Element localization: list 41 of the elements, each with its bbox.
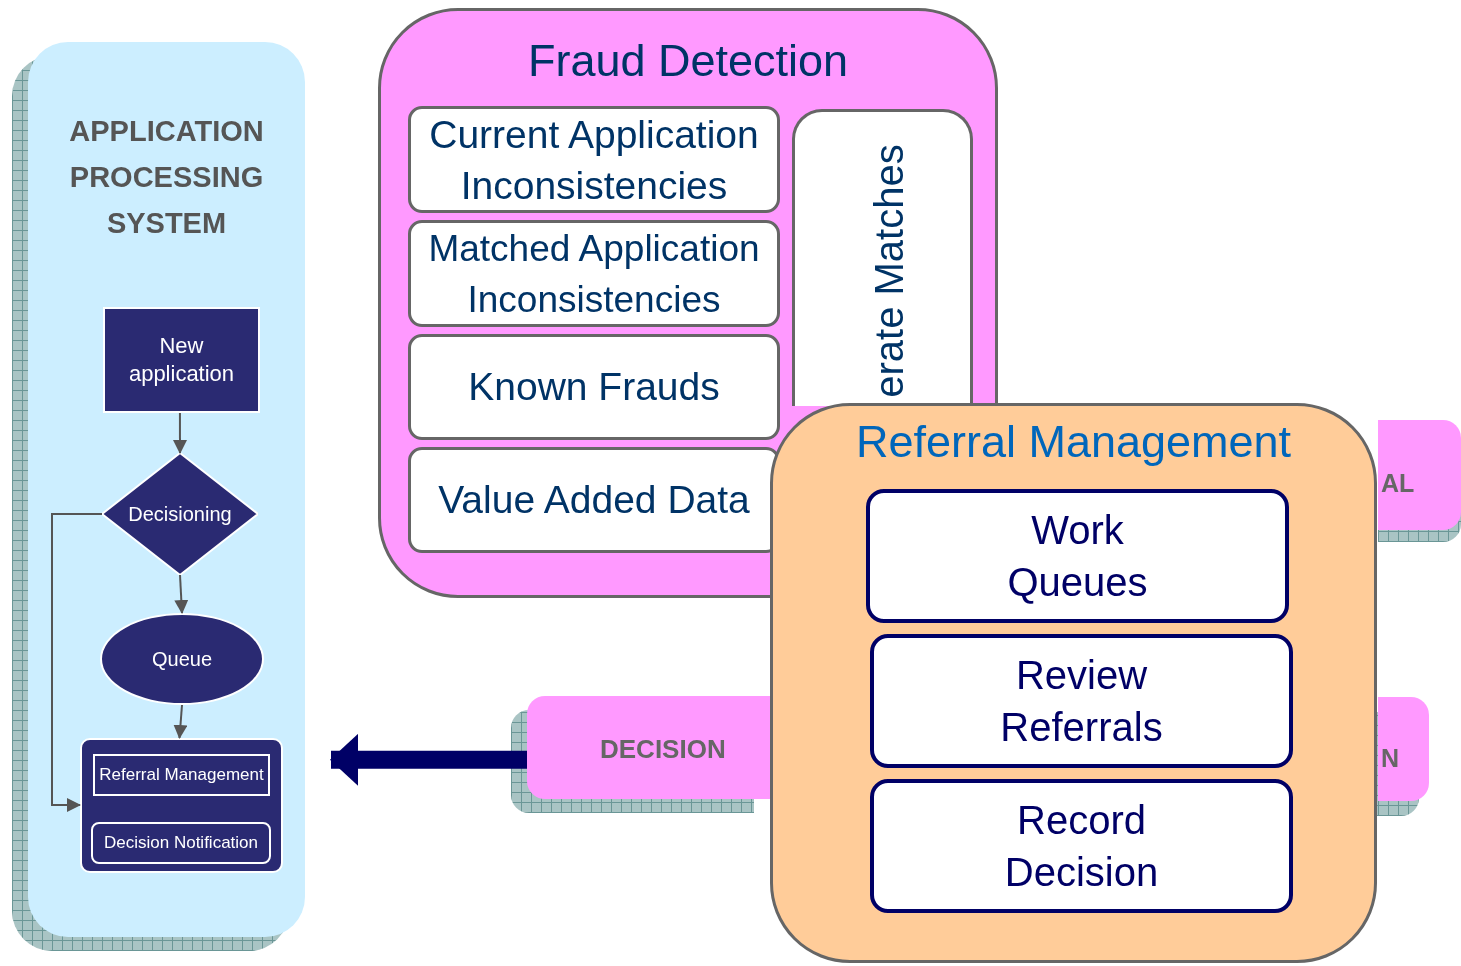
node-label: New application (127, 332, 236, 388)
node-label: AL (1381, 468, 1415, 499)
referral-panel (80, 738, 283, 873)
vertical-check-box (792, 109, 973, 406)
node-label: Referral Management (855, 415, 1292, 469)
node-label: Fraud Detection (527, 34, 849, 88)
node-label: Matched Application Inconsistencies (427, 226, 761, 322)
check-box (408, 106, 780, 213)
node-label: Work Queues (1006, 507, 1149, 606)
check-box (408, 334, 780, 440)
node-label: Queue (151, 646, 213, 672)
task-box (870, 634, 1293, 768)
process-box (103, 307, 260, 413)
referral-management-panel (770, 403, 1377, 963)
arrow (174, 574, 189, 614)
node-label: Value Added Data (438, 476, 750, 523)
system-panel (28, 42, 305, 937)
node-label: DECISION (600, 733, 726, 766)
node-label: Decisioning (128, 501, 232, 527)
stage-band (1378, 697, 1429, 801)
task-box (870, 779, 1293, 913)
sub-box (93, 754, 270, 796)
arrow (173, 412, 187, 454)
node-label: N (1381, 743, 1400, 774)
sub-box (91, 822, 271, 864)
stage-band (527, 696, 770, 799)
node-label: Decision Notification (104, 832, 258, 854)
node-label: Review Referrals (999, 652, 1164, 751)
decision-diamond (102, 453, 258, 575)
node-label: Current Application Inconsistencies (428, 111, 760, 209)
node-label: erate Matches (866, 144, 912, 398)
arrow (51, 513, 103, 812)
task-box (866, 489, 1289, 623)
node-label: Known Frauds (468, 363, 720, 410)
node-label: Record Decision (1003, 797, 1160, 896)
node-label: Referral Management (99, 764, 264, 786)
block-arrow (330, 733, 527, 786)
stage-band (1378, 420, 1461, 530)
arrow (173, 704, 188, 739)
system-title: APPLICATION PROCESSING SYSTEM (68, 114, 265, 241)
check-box (408, 220, 780, 327)
